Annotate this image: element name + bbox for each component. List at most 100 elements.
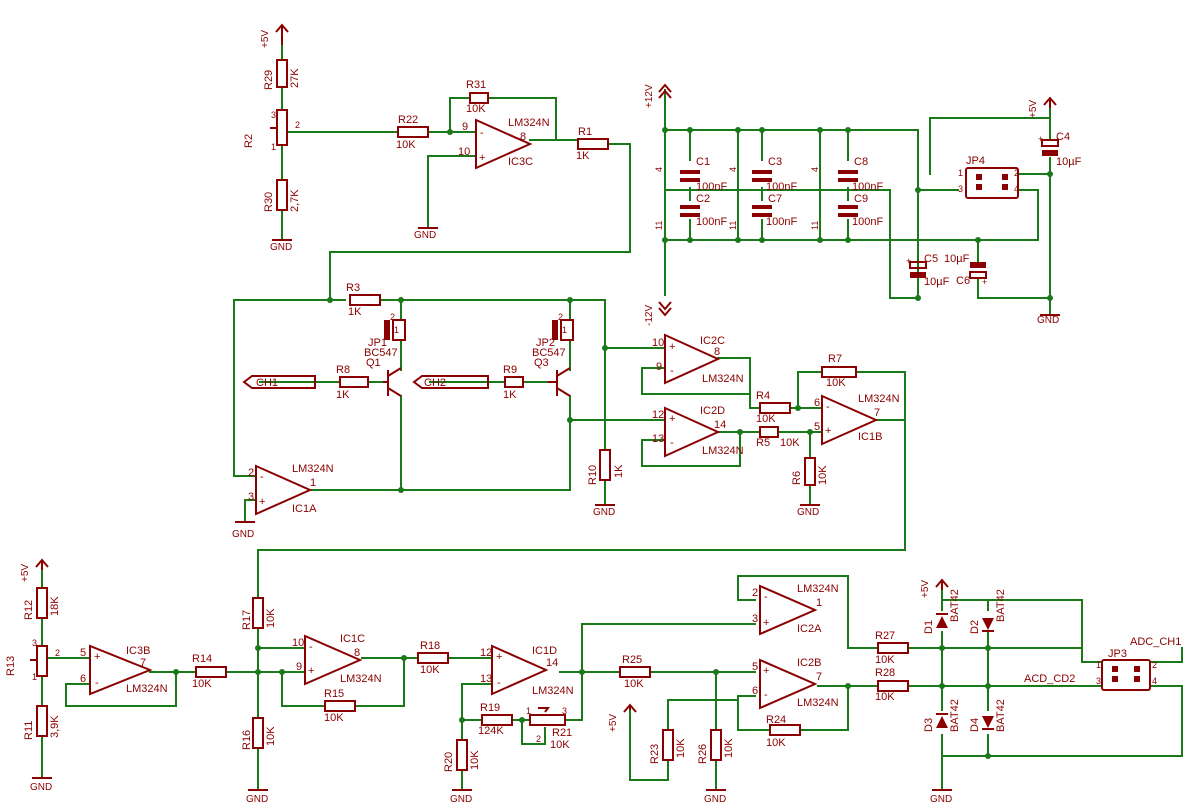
r17-value: 10K bbox=[265, 608, 277, 628]
r14-value: 10K bbox=[192, 678, 212, 690]
opamp-ic2b: 5 6 7 IC2B LM324N bbox=[752, 657, 839, 710]
svg-text:-: - bbox=[764, 689, 768, 701]
d1-name: D1 bbox=[923, 620, 935, 634]
pins-p1: 1 bbox=[958, 168, 963, 178]
svg-text:+: + bbox=[825, 425, 831, 437]
opamp-ic2c: 10 9 8 IC2C LM324N bbox=[652, 333, 744, 385]
pins-p2: 2 bbox=[752, 587, 758, 599]
cap-c9: C9 100nF bbox=[838, 193, 883, 228]
pins-p1: 1 bbox=[310, 477, 316, 489]
svg-text:+: + bbox=[763, 665, 769, 677]
r30-value: 2,7K bbox=[289, 189, 301, 212]
c9-name: C9 bbox=[854, 193, 868, 205]
gnd-label-diodes: GND bbox=[930, 794, 952, 805]
vneg-label: -12V bbox=[644, 305, 655, 326]
r3-name: R3 bbox=[346, 282, 360, 294]
vcc-arrow-r23 bbox=[623, 703, 637, 713]
cap-c6: + C6 10µF bbox=[944, 253, 987, 287]
r24-body bbox=[769, 724, 801, 736]
opamp-ic1c: 10 9 8 IC1C LM324N bbox=[292, 633, 382, 686]
c2-value: 100nF bbox=[696, 216, 727, 228]
r6-value: 10K bbox=[817, 465, 829, 485]
pins-p10: 10 bbox=[458, 146, 470, 158]
r15-name: R15 bbox=[324, 688, 344, 700]
r16-body bbox=[252, 717, 264, 749]
r1-value: 1K bbox=[576, 150, 590, 162]
pins-p9: 9 bbox=[296, 661, 302, 673]
r10-body bbox=[599, 449, 611, 481]
pins-p3: 3 bbox=[1096, 676, 1101, 686]
r26-value: 10K bbox=[723, 738, 735, 758]
gnd-label-supply: GND bbox=[1037, 315, 1059, 326]
jumper-jp1: 2 1 JP1 bbox=[368, 312, 406, 349]
r13-pin2: 2 bbox=[55, 648, 60, 658]
ic2a-name: IC2A bbox=[797, 623, 822, 635]
r20-name: R20 bbox=[443, 752, 455, 772]
r24-value: 10K bbox=[766, 737, 786, 749]
r18-value: 10K bbox=[420, 664, 440, 676]
ports-ch1: CH1 bbox=[256, 377, 278, 389]
r4-body bbox=[759, 402, 791, 414]
r10-name: R10 bbox=[587, 465, 599, 485]
ic1b-part: LM324N bbox=[858, 393, 900, 405]
svg-text:+: + bbox=[496, 651, 502, 663]
r27-value: 10K bbox=[875, 654, 895, 666]
diode-d2: D2 BAT42 bbox=[969, 589, 1007, 634]
jumper-jp4: JP4 1 3 2 4 bbox=[958, 155, 1019, 199]
ic3c-name: IC3C bbox=[508, 156, 533, 168]
vcc-label-diodes: +5V bbox=[920, 580, 931, 598]
d2-name: D2 bbox=[969, 620, 981, 634]
r20-value: 10K bbox=[469, 750, 481, 770]
port-ch1: CH1 bbox=[242, 375, 316, 389]
vcc-label-top: +5V bbox=[260, 30, 271, 48]
opamp-ic1b: 6 5 7 LM324N IC1B bbox=[814, 393, 900, 446]
vcc-arrow-diodes bbox=[935, 578, 949, 590]
r16-name: R16 bbox=[241, 730, 253, 750]
svg-text:-: - bbox=[497, 677, 501, 689]
q1-name: Q1 bbox=[366, 357, 381, 369]
d3-name: D3 bbox=[923, 718, 935, 732]
r17-name: R17 bbox=[241, 610, 253, 630]
pins-p4: 4 bbox=[1014, 184, 1019, 194]
pins-p13: 13 bbox=[480, 673, 492, 685]
opamp-ic1a: 2 3 1 LM324N IC1A bbox=[248, 463, 334, 516]
c4-name: C4 bbox=[1056, 131, 1070, 143]
r8-body bbox=[339, 376, 369, 388]
r28-value: 10K bbox=[875, 691, 895, 703]
pins-p2: 2 bbox=[248, 467, 254, 479]
r14-name: R14 bbox=[192, 653, 212, 665]
jp3-name: JP3 bbox=[1108, 648, 1127, 660]
pins-p7: 7 bbox=[140, 657, 146, 669]
c3-value: 100nF bbox=[766, 181, 797, 193]
r2-pin1: 1 bbox=[271, 142, 276, 152]
ic1b-name: IC1B bbox=[858, 431, 882, 443]
r3-body bbox=[349, 294, 381, 306]
r6-name: R6 bbox=[791, 471, 803, 485]
d3-part: BAT42 bbox=[949, 699, 961, 732]
pins-p1: 1 bbox=[394, 325, 399, 335]
q1-part: BC547 bbox=[364, 347, 398, 359]
diode-d4: D4 BAT42 bbox=[969, 699, 1007, 732]
pins-p4: 4 bbox=[654, 167, 664, 172]
r11-name: R11 bbox=[23, 721, 35, 740]
pins-p3: 3 bbox=[958, 184, 963, 194]
r26-body bbox=[710, 729, 722, 761]
gnd-label-r26: GND bbox=[704, 794, 726, 805]
opamp-ic3b: 5 6 7 IC3B LM324N bbox=[80, 644, 168, 696]
d2-part: BAT42 bbox=[995, 589, 1007, 622]
r13-pin3: 3 bbox=[32, 638, 37, 648]
pins-p4: 4 bbox=[810, 167, 820, 172]
c1-value: 100nF bbox=[696, 181, 727, 193]
ic2b-name: IC2B bbox=[797, 657, 821, 669]
vpos-label: +12V bbox=[644, 84, 655, 108]
pins-p2: 2 bbox=[1014, 168, 1019, 178]
pins-p1: 1 bbox=[816, 597, 822, 609]
pins-p3: 3 bbox=[248, 491, 254, 503]
pins-p11: 11 bbox=[654, 221, 664, 230]
r5-value: 10K bbox=[780, 437, 800, 449]
diode-d1: D1 BAT42 bbox=[923, 589, 961, 634]
r17-body bbox=[252, 597, 264, 629]
r9-value: 1K bbox=[503, 389, 517, 401]
vcc-arrow-r29 bbox=[275, 23, 289, 45]
